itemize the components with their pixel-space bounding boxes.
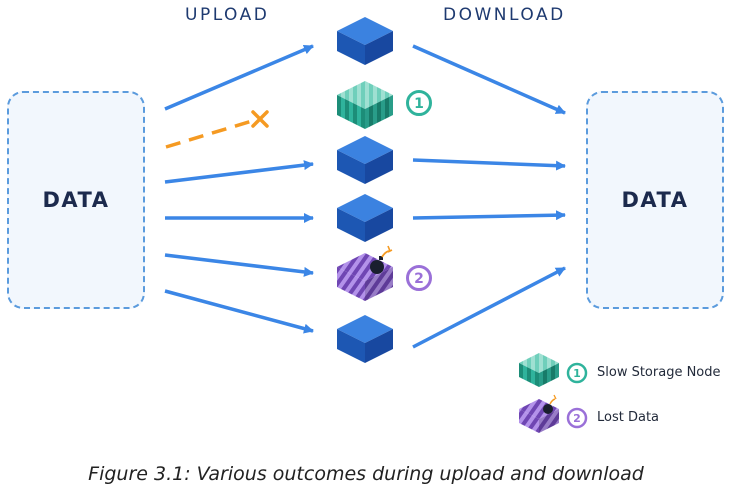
- storage-node-5-lost: [337, 253, 393, 301]
- x-mark-icon: [251, 110, 269, 128]
- upload-arrow-1: [164, 44, 314, 111]
- upload-arrow-3: [164, 160, 314, 184]
- download-arrow-1: [412, 44, 566, 115]
- download-arrow-4: [412, 266, 566, 349]
- legend-lost-label: Lost Data: [597, 410, 660, 425]
- download-arrow-3: [412, 210, 566, 221]
- download-arrow-2: [412, 158, 566, 171]
- legend-slow-marker: 1: [566, 362, 588, 384]
- lost-node-marker-number: 2: [414, 271, 424, 287]
- storage-node-3: [337, 136, 393, 184]
- destination-data-label: DATA: [621, 188, 689, 212]
- legend-slow-label: Slow Storage Node: [597, 365, 721, 380]
- download-heading: DOWNLOAD: [443, 5, 566, 25]
- legend-lost-marker: 2: [566, 407, 588, 429]
- upload-arrow-6: [164, 289, 314, 334]
- source-data-label: DATA: [42, 188, 110, 212]
- storage-node-4: [337, 194, 393, 242]
- lost-node-marker: 2: [406, 265, 432, 291]
- bomb-icon: [370, 245, 393, 274]
- figure-caption: Figure 3.1: Various outcomes during uplo…: [88, 463, 644, 485]
- storage-node-6: [337, 315, 393, 363]
- legend-slow-marker-number: 1: [573, 367, 581, 380]
- slow-node-marker-number: 1: [414, 96, 424, 112]
- upload-arrow-5: [164, 253, 314, 277]
- legend-lost-marker-number: 2: [573, 412, 581, 425]
- storage-node-2-slow: [337, 81, 393, 129]
- legend-lost-swatch: [519, 399, 559, 433]
- storage-node-1: [337, 17, 393, 65]
- slow-node-marker: 1: [406, 90, 432, 116]
- failed-upload-arrow: [165, 110, 269, 149]
- destination-data-box: DATA: [586, 91, 724, 309]
- upload-heading: UPLOAD: [185, 5, 270, 25]
- source-data-box: DATA: [7, 91, 145, 309]
- legend-slow-swatch: [519, 353, 559, 387]
- legend-bomb-icon: [543, 394, 557, 414]
